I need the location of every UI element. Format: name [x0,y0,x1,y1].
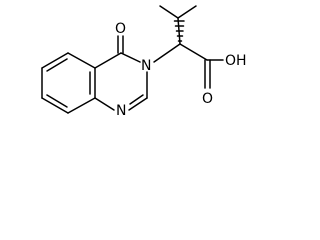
bond-c5-c6 [41,52,69,69]
bond-c5-c6-inner [46,58,68,72]
bond-n1-c2-inner [129,94,144,105]
molecule-drawing: O N N OH O [41,5,247,119]
atom-hydroxyl: OH [225,53,247,69]
stereo-hash-wedge [173,20,185,42]
bond-methyl-left [159,5,179,19]
structure-diagram: O N N OH O [41,5,247,119]
atom-n1: N [116,103,126,119]
bond-c8-c8a [67,97,96,114]
bond-c4-c4a [94,52,122,69]
bond-c8a-n1 [94,97,115,111]
bond-c7-c8-inner [46,94,68,108]
atom-n3: N [141,58,151,74]
atom-oxo-oxygen: O [115,21,126,37]
bond-methyl-right [177,5,197,19]
atom-acid-oxygen: O [202,91,213,107]
bond-alpha-to-carboxyl [179,43,208,61]
bond-c4a-c5 [67,52,96,69]
bond-alpha-to-n3 [153,43,181,63]
bond-n1-c2 [128,97,148,111]
bond-n3-c4 [120,52,141,63]
bond-c7-c8 [41,97,69,114]
